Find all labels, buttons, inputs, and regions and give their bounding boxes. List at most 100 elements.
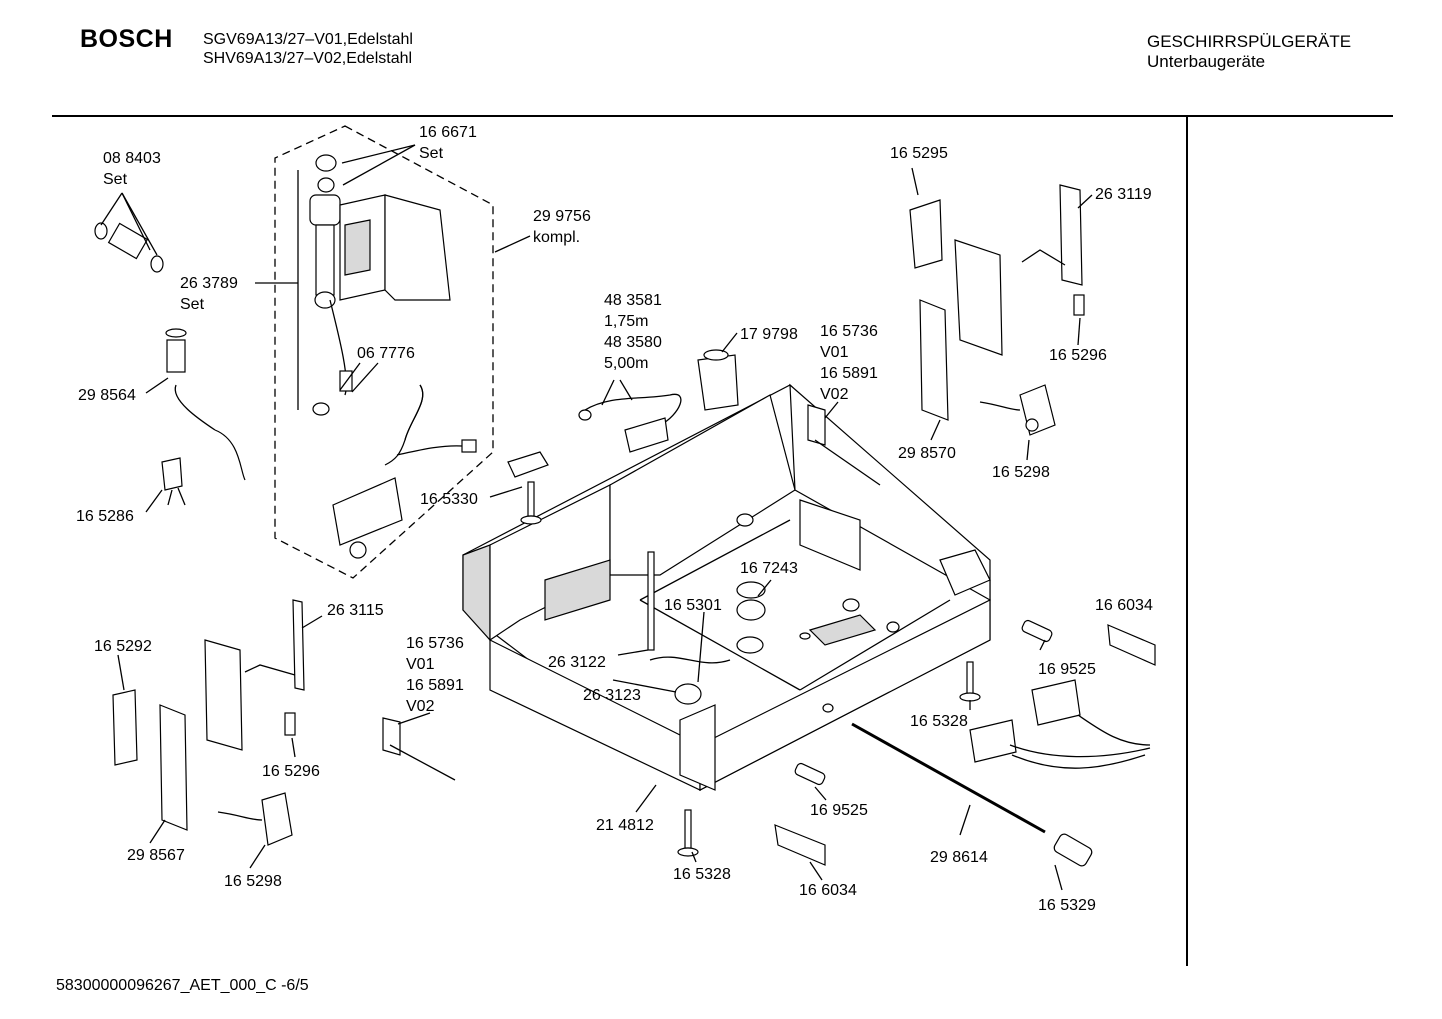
bracket-illustration-263115 — [244, 599, 305, 691]
part-label-line: 16 5298 — [992, 464, 1050, 481]
part-label-line: 16 9525 — [1038, 661, 1096, 678]
part-label-067776: 06 7776 — [357, 345, 415, 362]
connector-illustration-166034-bot — [774, 824, 826, 866]
clip-illustration-165296-top — [1073, 294, 1085, 316]
part-label-line: 1,75m — [604, 313, 648, 330]
part-label-165298-bot: 16 5298 — [224, 873, 282, 890]
part-label-line: 29 8564 — [78, 387, 136, 404]
part-label-298567: 29 8567 — [127, 847, 185, 864]
part-label-165301: 16 5301 — [664, 597, 722, 614]
clip-illustration-165296-bot — [284, 712, 296, 736]
part-label-line: 16 5295 — [890, 145, 948, 162]
part-label-line: 16 5329 — [1038, 897, 1096, 914]
part-label-line: 16 5891 — [820, 365, 878, 382]
part-label-line: 06 7776 — [357, 345, 415, 362]
part-label-line: 48 3581 — [604, 292, 662, 309]
part-label-line: Set — [180, 296, 205, 313]
heater-illustration-bot — [382, 717, 456, 781]
model-line-1: SGV69A13/27–V01,Edelstahl — [203, 31, 413, 48]
water-block-illustration — [309, 154, 477, 559]
part-label-line: 16 5296 — [1049, 347, 1107, 364]
part-label-263115: 26 3115 — [327, 602, 384, 619]
part-label-line: 26 3122 — [548, 654, 606, 671]
part-label-line: V01 — [820, 344, 849, 361]
assembly-outline — [274, 125, 494, 579]
part-label-169525-bot: 16 9525 — [810, 802, 868, 819]
connector-illustration-166034-top — [1107, 624, 1156, 666]
leader-lines — [100, 144, 1093, 891]
lock-illustration-165298-top — [979, 384, 1056, 436]
part-label-line: 16 5330 — [420, 491, 478, 508]
hose-clamp-set-illustration — [94, 222, 164, 273]
part-label-line: Set — [419, 145, 444, 162]
part-label-line: 26 3123 — [583, 687, 641, 704]
bracket-illustration-263119 — [1021, 184, 1083, 286]
panel-illustration-298567 — [159, 639, 243, 831]
bracket-illustration-165295 — [909, 199, 943, 269]
part-label-line: 16 5296 — [262, 763, 320, 780]
part-label-167243: 16 7243 — [740, 560, 798, 577]
part-label-line: kompl. — [533, 229, 580, 246]
screw-illustration-165328-bot — [677, 809, 699, 857]
part-label-166034-bot: 16 6034 — [799, 882, 857, 899]
seal-illustration-167243 — [736, 581, 766, 621]
part-label-line: 16 5736 — [820, 323, 878, 340]
part-label-line: 16 6034 — [1095, 597, 1153, 614]
part-label-165292: 16 5292 — [94, 638, 152, 655]
part-label-line: 16 5298 — [224, 873, 282, 890]
part-label-line: 5,00m — [604, 355, 648, 372]
part-label-line: 26 3789 — [180, 275, 238, 292]
brand-logo: BOSCH — [80, 25, 173, 53]
part-label-line: 17 9798 — [740, 326, 798, 343]
part-label-298614: 29 8614 — [930, 849, 988, 866]
part-label-line: 16 5891 — [406, 677, 464, 694]
panel-illustration-298570 — [919, 239, 1003, 421]
part-label-line: 26 3119 — [1095, 186, 1152, 203]
part-label-line: 26 3115 — [327, 602, 384, 619]
part-label-line: 16 7243 — [740, 560, 798, 577]
part-label-line: Set — [103, 171, 128, 188]
part-label-165298-top: 16 5298 — [992, 464, 1050, 481]
part-label-263119: 26 3119 — [1095, 186, 1152, 203]
part-label-line: 16 5328 — [673, 866, 731, 883]
part-label-line: 29 8570 — [898, 445, 956, 462]
rod-illustration-298614 — [851, 722, 1046, 834]
part-label-165330: 16 5330 — [420, 491, 478, 508]
category-title: GESCHIRRSPÜLGERÄTE — [1147, 32, 1352, 51]
wiring-harness-illustration — [969, 679, 1151, 769]
part-label-165296-top: 16 5296 — [1049, 347, 1107, 364]
part-label-line: 08 8403 — [103, 150, 161, 167]
sensor-illustration-179798 — [697, 349, 739, 411]
base-tub-illustration — [462, 383, 991, 791]
part-label-483581: 48 3581 1,75m 48 3580 5,00m — [604, 292, 662, 372]
heater-illustration-top — [807, 404, 881, 486]
part-label-214812: 21 4812 — [596, 817, 654, 834]
part-label-165329: 16 5329 — [1038, 897, 1096, 914]
part-label-line: 21 4812 — [596, 817, 654, 834]
part-label-line: 16 5286 — [76, 508, 134, 525]
screw-illustration-169525-top — [1021, 619, 1053, 643]
part-label-line: 29 8567 — [127, 847, 185, 864]
part-label-179798: 17 9798 — [740, 326, 798, 343]
bracket-illustration-165292 — [112, 689, 138, 766]
clip-illustration-165286 — [161, 457, 186, 506]
part-label-165286: 16 5286 — [76, 508, 134, 525]
part-label-line: 29 8614 — [930, 849, 988, 866]
part-label-line: 29 9756 — [533, 208, 591, 225]
drain-hose-illustration — [165, 328, 246, 481]
part-label-line: 16 5301 — [664, 597, 722, 614]
part-label-299756: 29 9756 kompl. — [533, 208, 591, 246]
category-subtitle: Unterbaugeräte — [1147, 52, 1266, 71]
part-label-line: V02 — [820, 386, 849, 403]
part-label-line: 16 6034 — [799, 882, 857, 899]
cap-illustration-165329 — [1053, 833, 1093, 867]
part-label-line: 48 3580 — [604, 334, 662, 351]
lock-illustration-165298-bot — [217, 792, 293, 846]
